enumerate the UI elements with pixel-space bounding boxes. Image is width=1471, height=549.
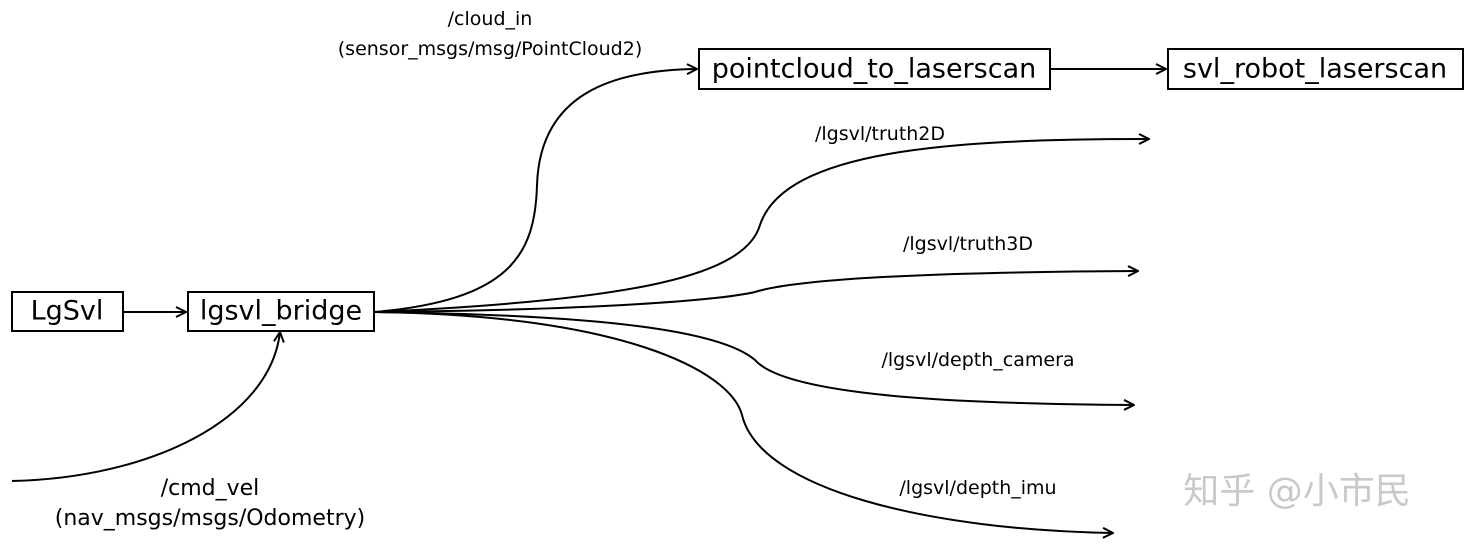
edge-cloud-in	[374, 69, 697, 313]
label-cmd-vel-type: (nav_msgs/msgs/Odometry)	[55, 506, 365, 531]
node-lgsvl-sim: LgSvl	[11, 291, 124, 332]
node-svl-robot-laserscan: svl_robot_laserscan	[1167, 48, 1464, 90]
edge-cmd-vel	[11, 332, 280, 482]
node-pointcloud-to-laserscan: pointcloud_to_laserscan	[698, 48, 1051, 90]
edge-depth-imu	[374, 311, 1113, 533]
node-lgsvl-bridge-label: lgsvl_bridge	[200, 296, 362, 327]
node-svl-robot-laserscan-label: svl_robot_laserscan	[1183, 54, 1447, 85]
edge-truth3d	[374, 271, 1138, 313]
label-cloud-in-topic: /cloud_in	[448, 8, 533, 30]
node-lgsvl-bridge: lgsvl_bridge	[187, 291, 375, 332]
label-depth-imu: /lgsvl/depth_imu	[899, 477, 1056, 499]
watermark-text: 知乎 @小市民	[1183, 471, 1410, 512]
label-truth2d: /lgsvl/truth2D	[815, 123, 945, 145]
edge-truth2d	[374, 139, 1149, 313]
edge-depth-camera	[374, 311, 1134, 405]
label-truth3d: /lgsvl/truth3D	[903, 233, 1033, 255]
label-depth-camera: /lgsvl/depth_camera	[881, 349, 1074, 371]
label-cloud-in-type: (sensor_msgs/msg/PointCloud2)	[338, 38, 642, 60]
node-pointcloud-to-laserscan-label: pointcloud_to_laserscan	[712, 54, 1036, 85]
node-lgsvl-sim-label: LgSvl	[31, 296, 104, 327]
label-cmd-vel-topic: /cmd_vel	[161, 476, 260, 501]
